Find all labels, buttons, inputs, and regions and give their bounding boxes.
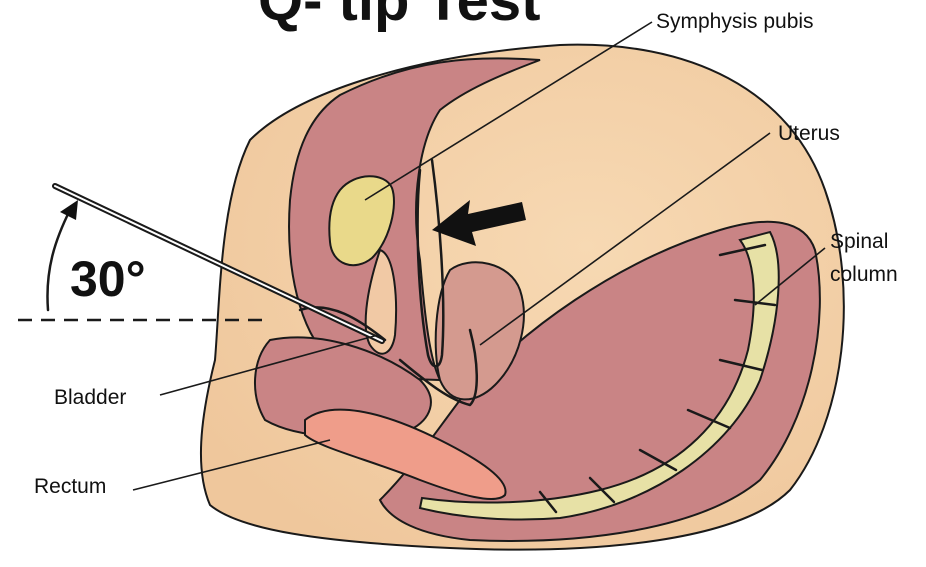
label-spinal-line1: Spinal [830,230,888,253]
label-spinal-line2: column [830,263,898,286]
diagram-title: Q- tip Test [258,0,540,33]
label-uterus: Uterus [778,122,840,145]
angle-label: 30° [70,251,146,307]
angle-arrowhead-icon [60,200,78,220]
angle-arc [47,210,70,310]
label-symphysis-pubis: Symphysis pubis [656,10,814,33]
label-bladder: Bladder [54,386,126,409]
label-rectum: Rectum [34,475,106,498]
